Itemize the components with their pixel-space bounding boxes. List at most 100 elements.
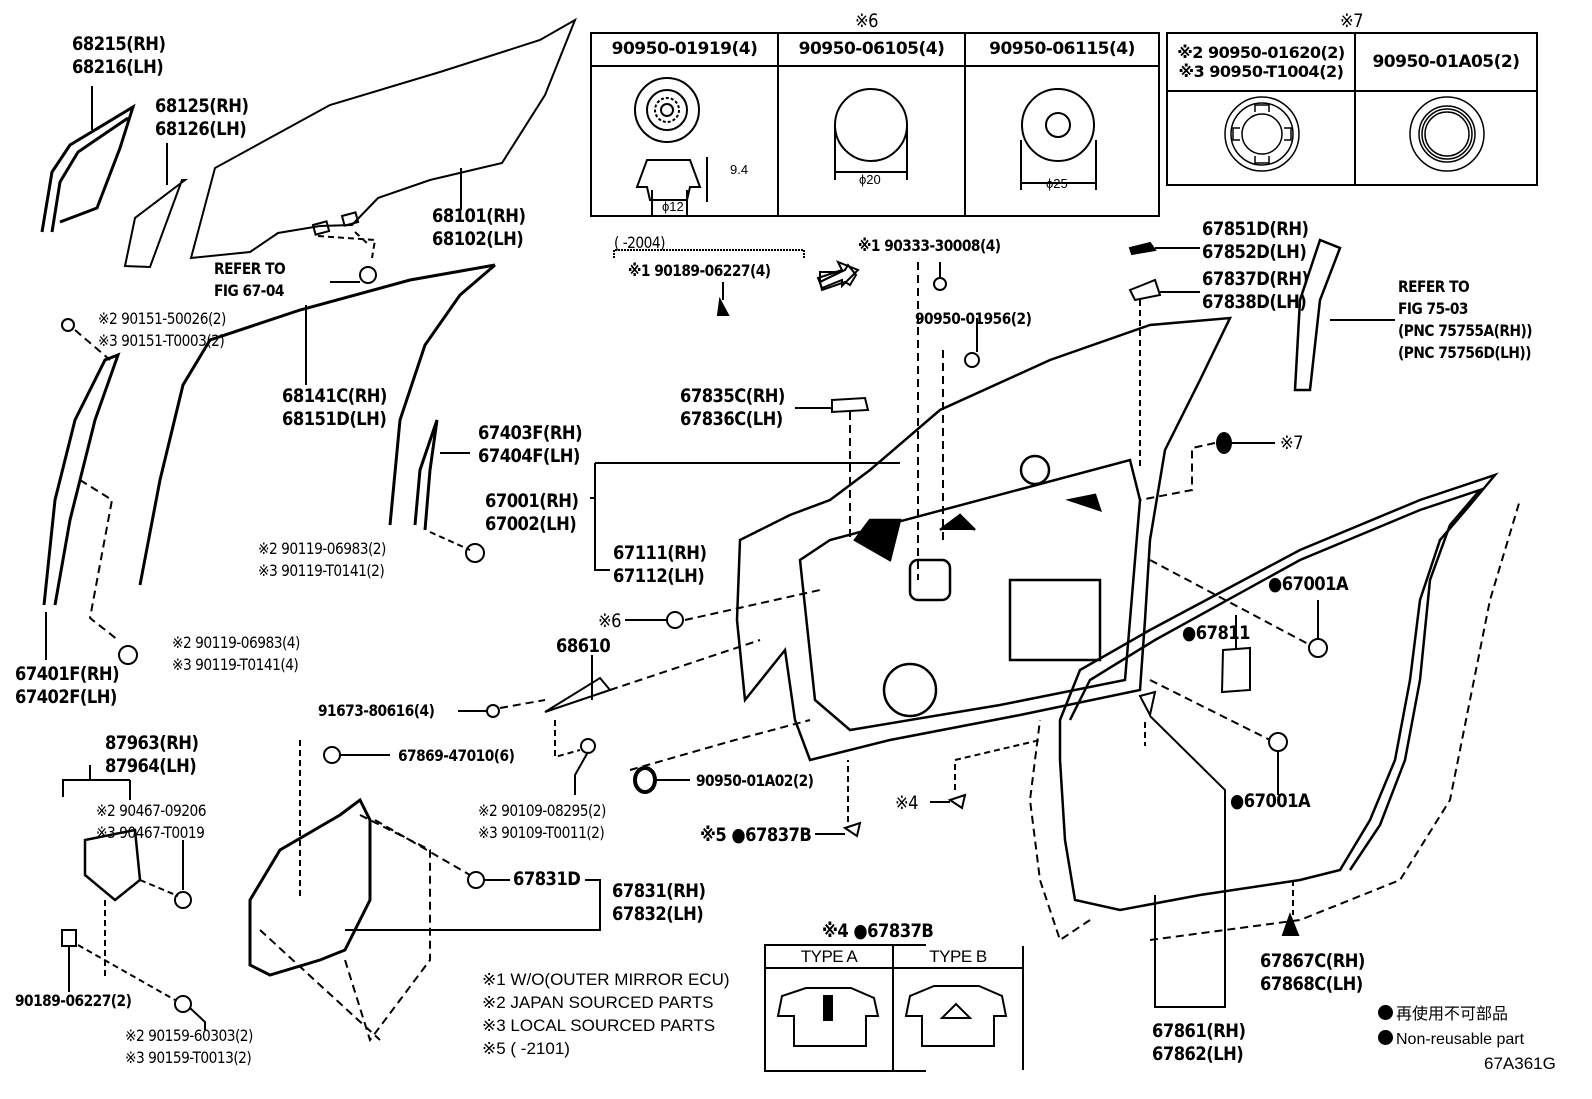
label-67831d: 67831D bbox=[513, 868, 581, 890]
label-67001a-bottom: ●67001A bbox=[1230, 790, 1311, 812]
footnote-3: ※3 LOCAL SOURCED PARTS bbox=[482, 1016, 716, 1035]
lower-left-drawings bbox=[61, 765, 601, 1043]
label-90151: ※2 90151-50026(2) ※3 90151-T0003(2) bbox=[98, 308, 226, 352]
label-67869: 67869-47010(6) bbox=[398, 746, 515, 765]
label-67403: 67403F(RH)67404F(LH) bbox=[478, 422, 583, 468]
label-67867: 67867C(RH)67868C(LH) bbox=[1260, 950, 1365, 996]
table-note4-type-a: TYPE A bbox=[766, 946, 892, 969]
label-67837d-rh: 67837D(RH) bbox=[1202, 268, 1309, 290]
label-67851-lh: 67852D(LH) bbox=[1202, 241, 1307, 263]
label-90950-01a02: 90950-01A02(2) bbox=[696, 771, 814, 790]
label-90119a-local: ※3 90119-T0141(2) bbox=[258, 561, 385, 580]
label-90189-4: ※1 90189-06227(4) bbox=[628, 261, 771, 280]
label-67837d-lh: 67838D(LH) bbox=[1202, 291, 1307, 313]
table-note6-col-1: 90950-06105(4) ϕ20 bbox=[779, 34, 966, 215]
label-90159: ※2 90159-60303(2)※3 90159-T0013(2) bbox=[125, 1025, 253, 1069]
label-90109-jp: ※2 90109-08295(2) bbox=[478, 801, 606, 820]
refer-line-1: FIG 67-04 bbox=[214, 281, 284, 300]
label-67001-rh: 67001(RH) bbox=[485, 490, 579, 512]
label-67401-lh: 67402F(LH) bbox=[15, 686, 117, 708]
legend: 再使用不可部品 Non-reusable part bbox=[1378, 1002, 1524, 1052]
label-67001-lh: 67002(LH) bbox=[485, 513, 577, 535]
division-bar-drawing bbox=[40, 86, 136, 233]
label-67811: ●67811 bbox=[1182, 622, 1251, 644]
label-90467: ※2 90467-09206※3 90467-T0019 bbox=[96, 800, 206, 844]
label-90119-b: ※2 90119-06983(4)※3 90119-T0141(4) bbox=[172, 632, 300, 676]
label-90950-01956: 90950-01956(2) bbox=[915, 309, 1032, 328]
glass-bolt-drawing bbox=[311, 211, 377, 284]
label-68125-lh: 68126(LH) bbox=[155, 118, 247, 140]
label-67861-lh: 67862(LH) bbox=[1152, 1043, 1244, 1065]
label-90119-a: ※2 90119-06983(2)※3 90119-T0141(2) bbox=[258, 538, 386, 582]
figure-code: 67A361G bbox=[1484, 1054, 1556, 1073]
fastener-drawings bbox=[299, 238, 1395, 1008]
label-bracket-2004: ( -2004) bbox=[614, 233, 665, 252]
label-90189-2: 90189-06227(2) bbox=[15, 991, 132, 1010]
glass-run-drawing bbox=[138, 263, 496, 586]
label-68215: 68215(RH)68216(LH) bbox=[72, 33, 166, 79]
label-90333: ※1 90333-30008(4) bbox=[858, 236, 1001, 255]
label-90467-jp: ※2 90467-09206 bbox=[96, 801, 206, 820]
label-67831-lh: 67832(LH) bbox=[612, 903, 704, 925]
table-note7-line-0: ※2 90950-01620(2) bbox=[1177, 43, 1345, 62]
table-note7-col-0: ※2 90950-01620(2) ※3 90950-T1004(2) bbox=[1168, 34, 1356, 184]
label-67111-rh: 67111(RH) bbox=[613, 542, 707, 564]
label-67401: 67401F(RH)67402F(LH) bbox=[15, 663, 120, 709]
filled-circle-icon bbox=[1378, 1005, 1393, 1020]
label-67111-lh: 67112(LH) bbox=[613, 565, 705, 587]
label-68125-rh: 68125(RH) bbox=[155, 95, 249, 117]
label-67831: 67831(RH)67832(LH) bbox=[612, 880, 706, 926]
label-note6-ref: ※6 bbox=[598, 610, 622, 632]
label-67861: 67861(RH)67862(LH) bbox=[1152, 1020, 1246, 1066]
footnote-1: ※1 W/O(OUTER MIRROR ECU) bbox=[482, 970, 730, 989]
label-67837b-5: ※5 ●67837B bbox=[700, 824, 812, 846]
label-90119b-local: ※3 90119-T0141(4) bbox=[172, 655, 299, 674]
label-68125: 68125(RH)68126(LH) bbox=[155, 95, 249, 141]
table-note6-col-2: 90950-06115(4) ϕ25 bbox=[966, 34, 1158, 215]
filled-circle-icon bbox=[1378, 1030, 1393, 1045]
refer-7503-line-3: (PNC 75756D(LH)) bbox=[1398, 343, 1531, 362]
label-68101-rh: 68101(RH) bbox=[432, 205, 526, 227]
rear-sash-drawing bbox=[413, 419, 485, 563]
label-68101-lh: 68102(LH) bbox=[432, 228, 524, 250]
dim-diameter: ϕ12 bbox=[662, 199, 684, 214]
refer-7503-line-0: REFER TO bbox=[1398, 277, 1470, 296]
dim-diameter: ϕ20 bbox=[859, 172, 881, 187]
legend-text-en: Non-reusable part bbox=[1396, 1031, 1525, 1048]
front-sash-drawing bbox=[42, 318, 138, 665]
label-90151-jp: ※2 90151-50026(2) bbox=[98, 309, 226, 328]
label-67851-rh: 67851D(RH) bbox=[1202, 218, 1309, 240]
table-note7-line-1: ※3 90950-T1004(2) bbox=[1178, 62, 1344, 81]
label-67001a-top: ●67001A bbox=[1268, 573, 1349, 595]
label-67835-lh: 67836C(LH) bbox=[680, 408, 783, 430]
label-68215-rh: 68215(RH) bbox=[72, 33, 166, 55]
table-note4-type-b: TYPE B bbox=[894, 946, 1022, 969]
arrow-icon bbox=[816, 260, 860, 290]
label-90151-local: ※3 90151-T0003(2) bbox=[98, 331, 225, 350]
quarter-glass-drawing bbox=[123, 143, 188, 269]
label-68101: 68101(RH)68102(LH) bbox=[432, 205, 526, 251]
leader-bracket-lines bbox=[590, 462, 900, 571]
label-67831-rh: 67831(RH) bbox=[612, 880, 706, 902]
label-67861-rh: 67861(RH) bbox=[1152, 1020, 1246, 1042]
label-67837d: 67837D(RH)67838D(LH) bbox=[1202, 268, 1309, 314]
table-note4: TYPE A TYPE B bbox=[764, 944, 1024, 1072]
label-68141: 68141C(RH)68151D(LH) bbox=[282, 385, 387, 431]
label-67111: 67111(RH)67112(LH) bbox=[613, 542, 707, 588]
legend-item-en: Non-reusable part bbox=[1378, 1027, 1524, 1052]
label-67851: 67851D(RH)67852D(LH) bbox=[1202, 218, 1309, 264]
label-67403-lh: 67404F(LH) bbox=[478, 445, 580, 467]
label-67401-rh: 67401F(RH) bbox=[15, 663, 120, 685]
label-68215-lh: 68216(LH) bbox=[72, 56, 164, 78]
table-note7-title: ※7 bbox=[1340, 10, 1364, 32]
refer-line-0: REFER TO bbox=[214, 259, 286, 278]
footnotes: ※1 W/O(OUTER MIRROR ECU) ※2 JAPAN SOURCE… bbox=[482, 968, 730, 1060]
label-67867-rh: 67867C(RH) bbox=[1260, 950, 1365, 972]
label-68610: 68610 bbox=[556, 635, 611, 657]
table-note6: 90950-01919(4) 9.4 ϕ12 90950-06105(4) ϕ2… bbox=[590, 32, 1160, 217]
table-note7-col-0-part: ※2 90950-01620(2) ※3 90950-T1004(2) bbox=[1168, 34, 1354, 92]
refer-7503-line-2: (PNC 75755A(RH)) bbox=[1398, 321, 1533, 340]
table-note7: ※2 90950-01620(2) ※3 90950-T1004(2) 9095… bbox=[1166, 32, 1538, 186]
